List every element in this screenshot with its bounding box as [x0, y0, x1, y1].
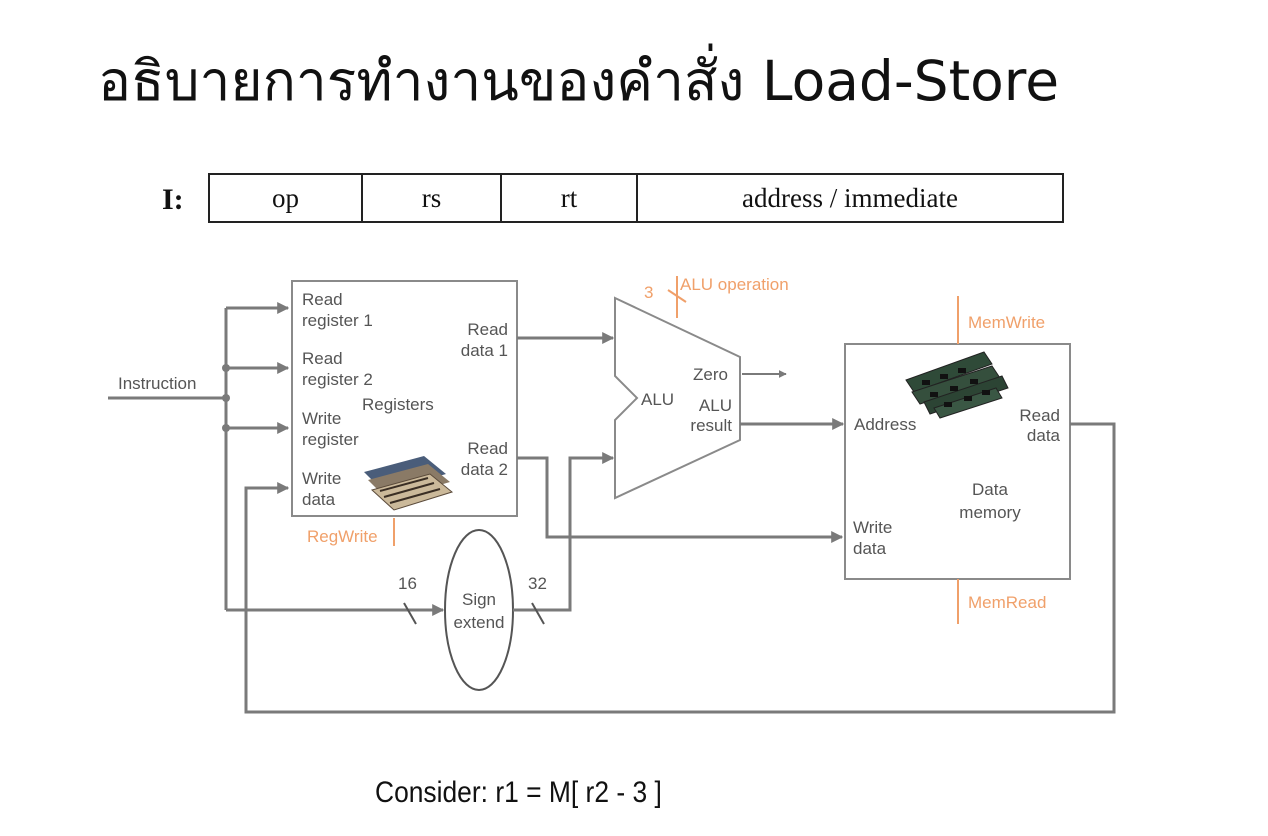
page-title: อธิบายการทำงานของคำสั่ง Load-Store [98, 49, 1060, 113]
field-rs: rs [363, 175, 502, 221]
alu-label: ALU [641, 390, 674, 409]
memory-modules-image [905, 351, 1009, 419]
width-16-tick [403, 602, 417, 625]
address-label: Address [854, 415, 916, 434]
field-op: op [210, 175, 363, 221]
width-32-label: 32 [528, 574, 547, 593]
memread-label: MemRead [968, 593, 1046, 612]
alu-zero-label: Zero [693, 365, 728, 384]
instruction-wires [108, 302, 445, 616]
wire-junctions [222, 364, 230, 432]
wire-sign-extend-to-alu [513, 452, 615, 612]
instruction-label: Instruction [118, 374, 196, 393]
register-vent-image [364, 456, 454, 511]
alu-operation-width: 3 [644, 283, 653, 302]
wire-memory-read-data-to-registers [244, 422, 1116, 714]
sign-extend-unit [444, 529, 514, 691]
field-address-immediate: address / immediate [742, 182, 958, 213]
width-32-tick [531, 602, 545, 625]
consider-example: Consider: r1 = M[ r2 - 3 ] [375, 776, 662, 809]
alu-operation-tick [667, 289, 687, 303]
regwrite-label: RegWrite [307, 527, 378, 546]
instruction-format-label: I: [162, 183, 184, 216]
memwrite-label: MemWrite [968, 313, 1045, 332]
alu-operation-label: ALU operation [680, 275, 789, 294]
wire-read-data-2-to-memory [517, 456, 844, 543]
registers-title: Registers [362, 395, 434, 414]
field-rt: rt [502, 175, 638, 221]
width-16-label: 16 [398, 574, 417, 593]
alu-unit [614, 296, 741, 500]
instruction-format-table: op rs rt address / immediate [208, 173, 1064, 223]
